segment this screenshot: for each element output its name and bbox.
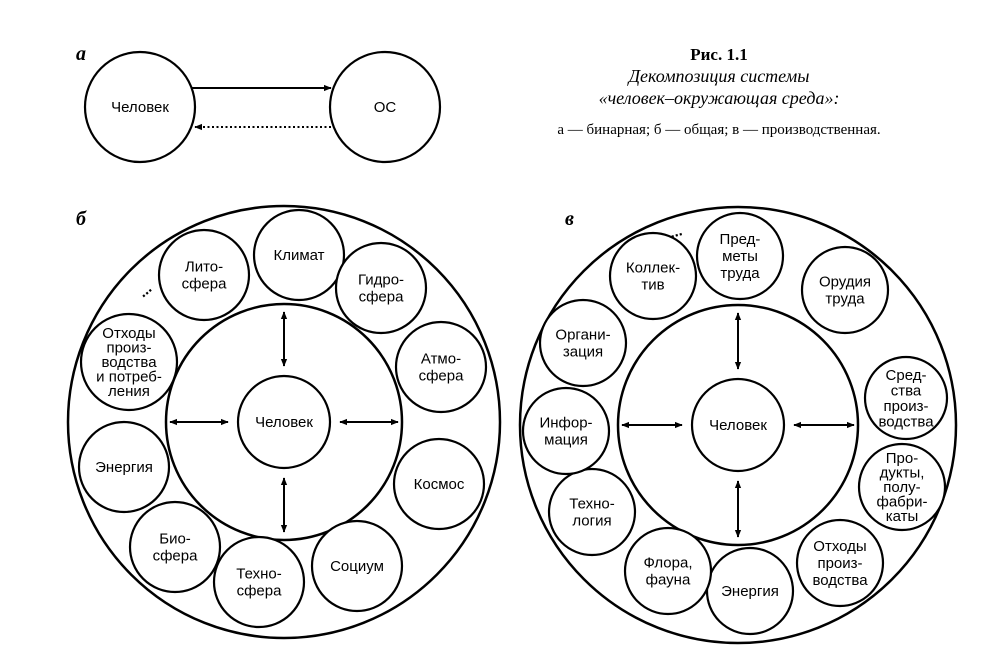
panel-b-item-circle (79, 312, 179, 412)
panel-v-item-circle (857, 442, 947, 532)
panel-v-item-label: ства (891, 382, 922, 399)
panel-v-item-label: зация (563, 344, 603, 361)
panel-v-item-label: фауна (646, 572, 691, 589)
caption-title-line2: «человек–окружающая среда»: (599, 88, 840, 108)
panel-b-item-label: ления (108, 383, 150, 400)
panel-v-item-circle (538, 298, 628, 388)
panel-v-item-circle (521, 386, 611, 476)
panel-a-binary: а Человек ОС (76, 43, 442, 164)
panel-v-item-label: Пред- (720, 231, 761, 248)
panel-b-item-circle (392, 437, 486, 531)
panel-b-outer-ring (66, 204, 502, 640)
panel-b-item-label: и потреб- (96, 369, 162, 386)
panel-v-item-circle (623, 526, 713, 616)
panel-b-item-label: сфера (359, 289, 405, 306)
panel-v-item-label: меты (722, 248, 758, 265)
panel-b-item-label: сфера (153, 548, 199, 565)
panel-v-item-circle (608, 231, 698, 321)
panel-b-item-label: сфера (419, 368, 465, 385)
panel-v-item-label: произ- (883, 398, 928, 415)
panel-b-ellipsis: ... (135, 280, 156, 301)
panel-b-inner-ring (164, 302, 404, 542)
panel-b-item-label: Атмо- (421, 351, 461, 368)
panel-b-item-circle (310, 519, 404, 613)
caption-title-line1: Декомпозиция системы (627, 66, 810, 86)
panel-v-item-label: Техно- (569, 496, 614, 513)
panel-b-human-circle (236, 374, 332, 470)
panel-v-item-circle (547, 467, 637, 557)
panel-v-human-label: Человек (709, 417, 767, 434)
panel-v-item-label: тив (641, 277, 664, 294)
panel-v-human-circle (690, 377, 786, 473)
human-circle (83, 50, 197, 164)
panel-v-item-label: мация (544, 432, 588, 449)
panel-v-item-circle (800, 245, 890, 335)
panel-b-item-label: произ- (106, 340, 151, 357)
panel-b-item-circle (128, 500, 222, 594)
panel-b-general: б Человек ... Лито-сфера КлиматГидро-сфер… (66, 204, 502, 640)
panel-b-item-circle (394, 320, 488, 414)
panel-v-item-label: Органи- (555, 327, 610, 344)
panel-v-item-circle (695, 211, 785, 301)
panel-v-item-circle (795, 518, 885, 608)
panel-v-item-label: Энергия (721, 583, 779, 600)
panel-b-item-label: Био- (159, 531, 191, 548)
panel-v-item-label: труда (720, 265, 760, 282)
panel-v-item-label: Орудия (819, 274, 871, 291)
panel-a-letter: а (76, 43, 86, 65)
panel-v-item-label: логия (572, 513, 611, 530)
panel-v-item-label: каты (886, 508, 919, 525)
panel-v-outer-ring (518, 205, 958, 645)
panel-v-item-label: Флора, (643, 555, 692, 572)
figure-caption: Рис. 1.1 Декомпозиция системы «человек–о… (557, 45, 880, 138)
panel-b-item-label: Социум (330, 558, 384, 575)
panel-v-item-label: полу- (883, 479, 920, 496)
panel-v-item-label: Инфор- (539, 415, 592, 432)
panel-b-item-label: Техно- (236, 566, 281, 583)
panel-v-item-circle (863, 355, 949, 441)
panel-b-item-circle (334, 241, 428, 335)
panel-v-item-label: Коллек- (626, 260, 680, 277)
panel-b-item-label: Отходы (102, 325, 155, 342)
panel-b-letter: б (76, 208, 87, 230)
panel-v-item-label: труда (825, 291, 865, 308)
panel-b-item-circle (252, 208, 346, 302)
panel-b-item-label: сфера (182, 276, 228, 293)
panel-b-item-label: Гидро- (358, 272, 404, 289)
panel-v-item-label: фабри- (877, 494, 928, 511)
caption-legend: а — бинарная; б — общая; в — производств… (557, 122, 880, 138)
panel-v-item-label: Сред- (886, 367, 927, 384)
panel-b-sphere-list: Лито-сфераКлиматГидро-сфераАтмо-сфераКос… (77, 208, 488, 629)
panel-b-item-circle (157, 228, 251, 322)
panel-v-item-label: дукты, (880, 465, 925, 482)
panel-b-item-label: сфера (237, 583, 283, 600)
panel-v-item-label: Отходы (813, 538, 866, 555)
environment-label: ОС (374, 99, 397, 116)
panel-b-item-circle (77, 420, 171, 514)
panel-b-human-label: Человек (255, 414, 313, 431)
panel-v-inner-ring (616, 303, 860, 547)
panel-b-item-circle (212, 535, 306, 629)
panel-v-item-label: произ- (817, 555, 862, 572)
panel-b-item-label: водства (101, 354, 157, 371)
human-label: Человек (111, 99, 169, 116)
panel-b-item-label: Космос (414, 476, 465, 493)
panel-b-item-label: Лито- (185, 259, 223, 276)
panel-v-item-label: Про- (886, 450, 918, 467)
environment-circle (328, 50, 442, 164)
caption-figure-number: Рис. 1.1 (690, 45, 747, 64)
panel-v-item-label: водства (812, 572, 868, 589)
panel-v-letter: в (565, 208, 574, 230)
panel-b-item-label: Климат (273, 247, 324, 264)
panel-v-item-label: водства (878, 413, 934, 430)
panel-b-item-label: Энергия (95, 459, 153, 476)
